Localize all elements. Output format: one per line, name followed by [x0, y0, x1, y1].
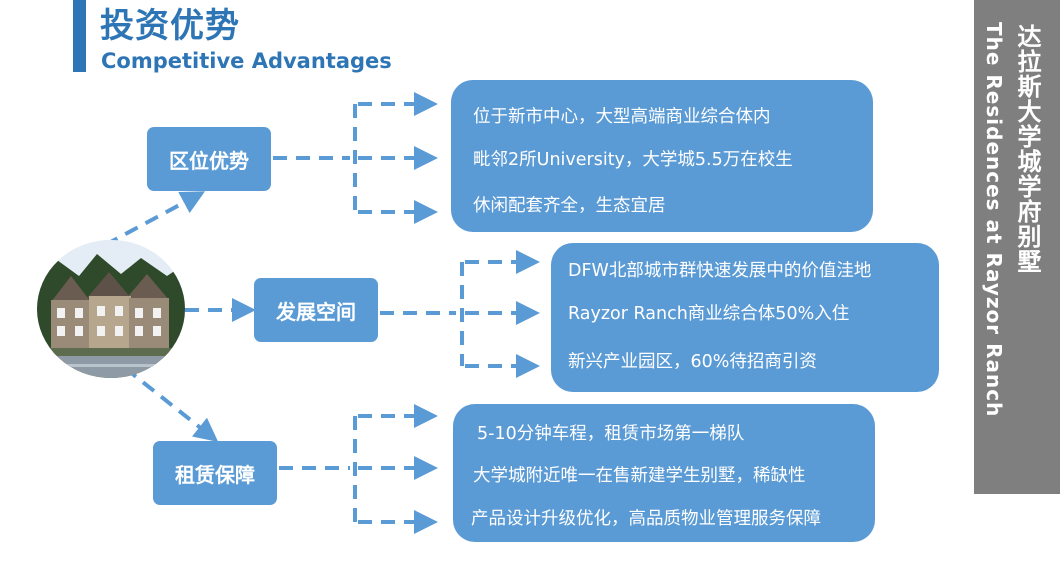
arrow-photo-to-node-3 — [123, 366, 219, 442]
side-title-en: The Residences at Rayzor Ranch — [982, 22, 1006, 418]
detail-line: DFW北部城市群快速发展中的价值洼地 — [568, 261, 872, 281]
detail-line: 大学城附近唯一在售新建学生别墅，稀缺性 — [473, 466, 806, 486]
detail-box-location: 位于新市中心，大型高端商业综合体内 毗邻2所University，大学城5.5万… — [451, 80, 873, 232]
detail-line: 休闲配套齐全，生态宜居 — [473, 196, 666, 216]
house-photo — [37, 240, 185, 378]
detail-line: 位于新市中心，大型高端商业综合体内 — [473, 107, 771, 127]
detail-line: 毗邻2所University，大学城5.5万在校生 — [473, 150, 793, 170]
node-development-space: 发展空间 — [254, 278, 378, 342]
node-location-advantage: 区位优势 — [147, 127, 271, 191]
side-panel — [974, 0, 1060, 494]
detail-box-rental: 5-10分钟车程，租赁市场第一梯队 大学城附近唯一在售新建学生别墅，稀缺性 产品… — [453, 404, 875, 542]
detail-line: 产品设计升级优化，高品质物业管理服务保障 — [471, 509, 821, 529]
page-title: 投资优势 — [100, 6, 240, 46]
detail-line: 5-10分钟车程，租赁市场第一梯队 — [477, 424, 745, 444]
arrow-photo-to-node-1 — [104, 191, 206, 247]
side-title-cn: 达拉斯大学城学府别墅 — [1013, 24, 1041, 274]
detail-line: Rayzor Ranch商业综合体50%入住 — [568, 304, 850, 324]
node-rental-guarantee: 租赁保障 — [153, 441, 277, 505]
page-subtitle: Competitive Advantages — [101, 49, 392, 73]
detail-line: 新兴产业园区，60%待招商引资 — [568, 352, 817, 372]
detail-box-development: DFW北部城市群快速发展中的价值洼地 Rayzor Ranch商业综合体50%入… — [551, 243, 939, 392]
title-accent-bar — [73, 0, 86, 72]
